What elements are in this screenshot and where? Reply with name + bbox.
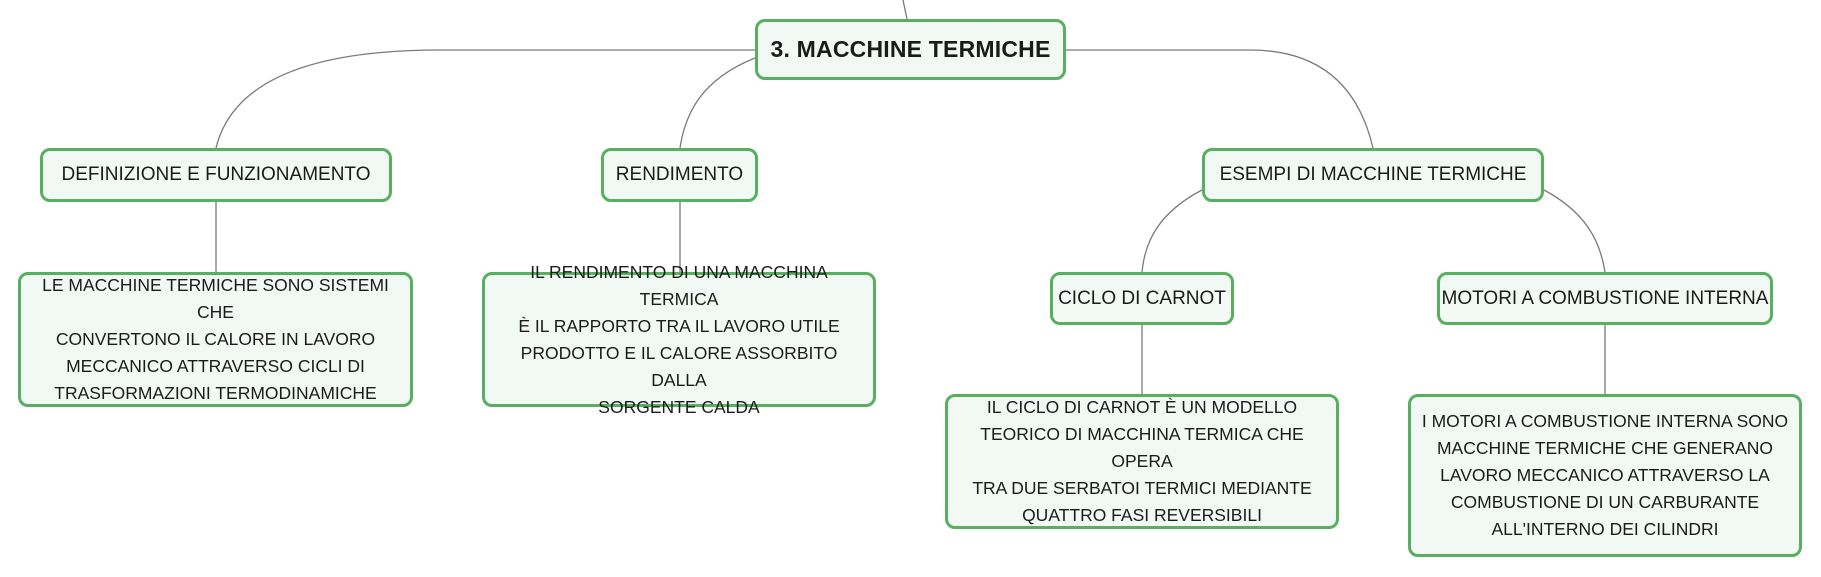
topic-esempi-di-macchine-termiche[interactable]: ESEMPI DI MACCHINE TERMICHE: [1202, 148, 1544, 202]
description-line: IL RENDIMENTO DI UNA MACCHINA TERMICA: [530, 261, 828, 309]
topic-label: RENDIMENTO: [615, 164, 744, 185]
description-line: ALL'INTERNO DEI CILINDRI: [1491, 519, 1719, 539]
root-topic-node[interactable]: 3. MACCHINE TERMICHE: [755, 19, 1066, 80]
description-line: MACCHINE TERMICHE CHE GENERANO: [1436, 438, 1774, 458]
connector-incoming-root: [902, 0, 908, 20]
connector-root-rendimento: [679, 57, 756, 149]
topic-label: DEFINIZIONE E FUNZIONAMENTO: [61, 164, 371, 185]
description-line: COMBUSTIONE DI UN CARBURANTE: [1450, 492, 1760, 512]
subtopic-label: CICLO DI CARNOT: [1058, 287, 1226, 309]
topic-definizione-e-funzionamento[interactable]: DEFINIZIONE E FUNZIONAMENTO: [40, 148, 392, 202]
description-motori-a-combustione[interactable]: I MOTORI A COMBUSTIONE INTERNA SONO MACC…: [1408, 394, 1802, 557]
description-line: IL CICLO DI CARNOT È UN MODELLO: [986, 397, 1298, 417]
subtopic-ciclo-di-carnot[interactable]: CICLO DI CARNOT: [1050, 272, 1234, 325]
topic-rendimento[interactable]: RENDIMENTO: [601, 148, 758, 202]
description-line: È IL RAPPORTO TRA IL LAVORO UTILE: [518, 315, 840, 336]
subtopic-label: MOTORI A COMBUSTIONE INTERNA: [1441, 287, 1769, 309]
description-line: SORGENTE CALDA: [598, 396, 760, 417]
description-definizione[interactable]: LE MACCHINE TERMICHE SONO SISTEMI CHE CO…: [18, 272, 413, 407]
description-line: TEORICO DI MACCHINA TERMICA CHE OPERA: [980, 424, 1304, 471]
topic-label: ESEMPI DI MACCHINE TERMICHE: [1219, 164, 1527, 185]
description-rendimento[interactable]: IL RENDIMENTO DI UNA MACCHINA TERMICA È …: [482, 262, 876, 417]
subtopic-motori-a-combustione-interna[interactable]: MOTORI A COMBUSTIONE INTERNA: [1437, 272, 1773, 325]
description-line: PRODOTTO E IL CALORE ASSORBITO DALLA: [520, 342, 838, 390]
description-ciclo-di-carnot[interactable]: IL CICLO DI CARNOT È UN MODELLO TEORICO …: [945, 394, 1339, 529]
description-line: CONVERTONO IL CALORE IN LAVORO: [55, 329, 376, 349]
connector-esempi-carnot: [1141, 189, 1203, 273]
description-line: LE MACCHINE TERMICHE SONO SISTEMI CHE: [42, 275, 389, 322]
description-line: TRASFORMAZIONI TERMODINAMICHE: [54, 383, 377, 403]
root-topic-label: 3. MACCHINE TERMICHE: [770, 36, 1051, 62]
description-line: TRA DUE SERBATOI TERMICI MEDIANTE: [972, 478, 1312, 498]
description-line: LAVORO MECCANICO ATTRAVERSO LA: [1440, 465, 1770, 485]
description-line: I MOTORI A COMBUSTIONE INTERNA SONO: [1421, 411, 1789, 431]
description-line: MECCANICO ATTRAVERSO CICLI DI: [66, 356, 365, 376]
connector-esempi-motori: [1543, 189, 1606, 273]
connector-root-esempi: [1066, 49, 1374, 149]
connector-root-definizione: [215, 49, 755, 149]
description-line: QUATTRO FASI REVERSIBILI: [1022, 505, 1262, 525]
